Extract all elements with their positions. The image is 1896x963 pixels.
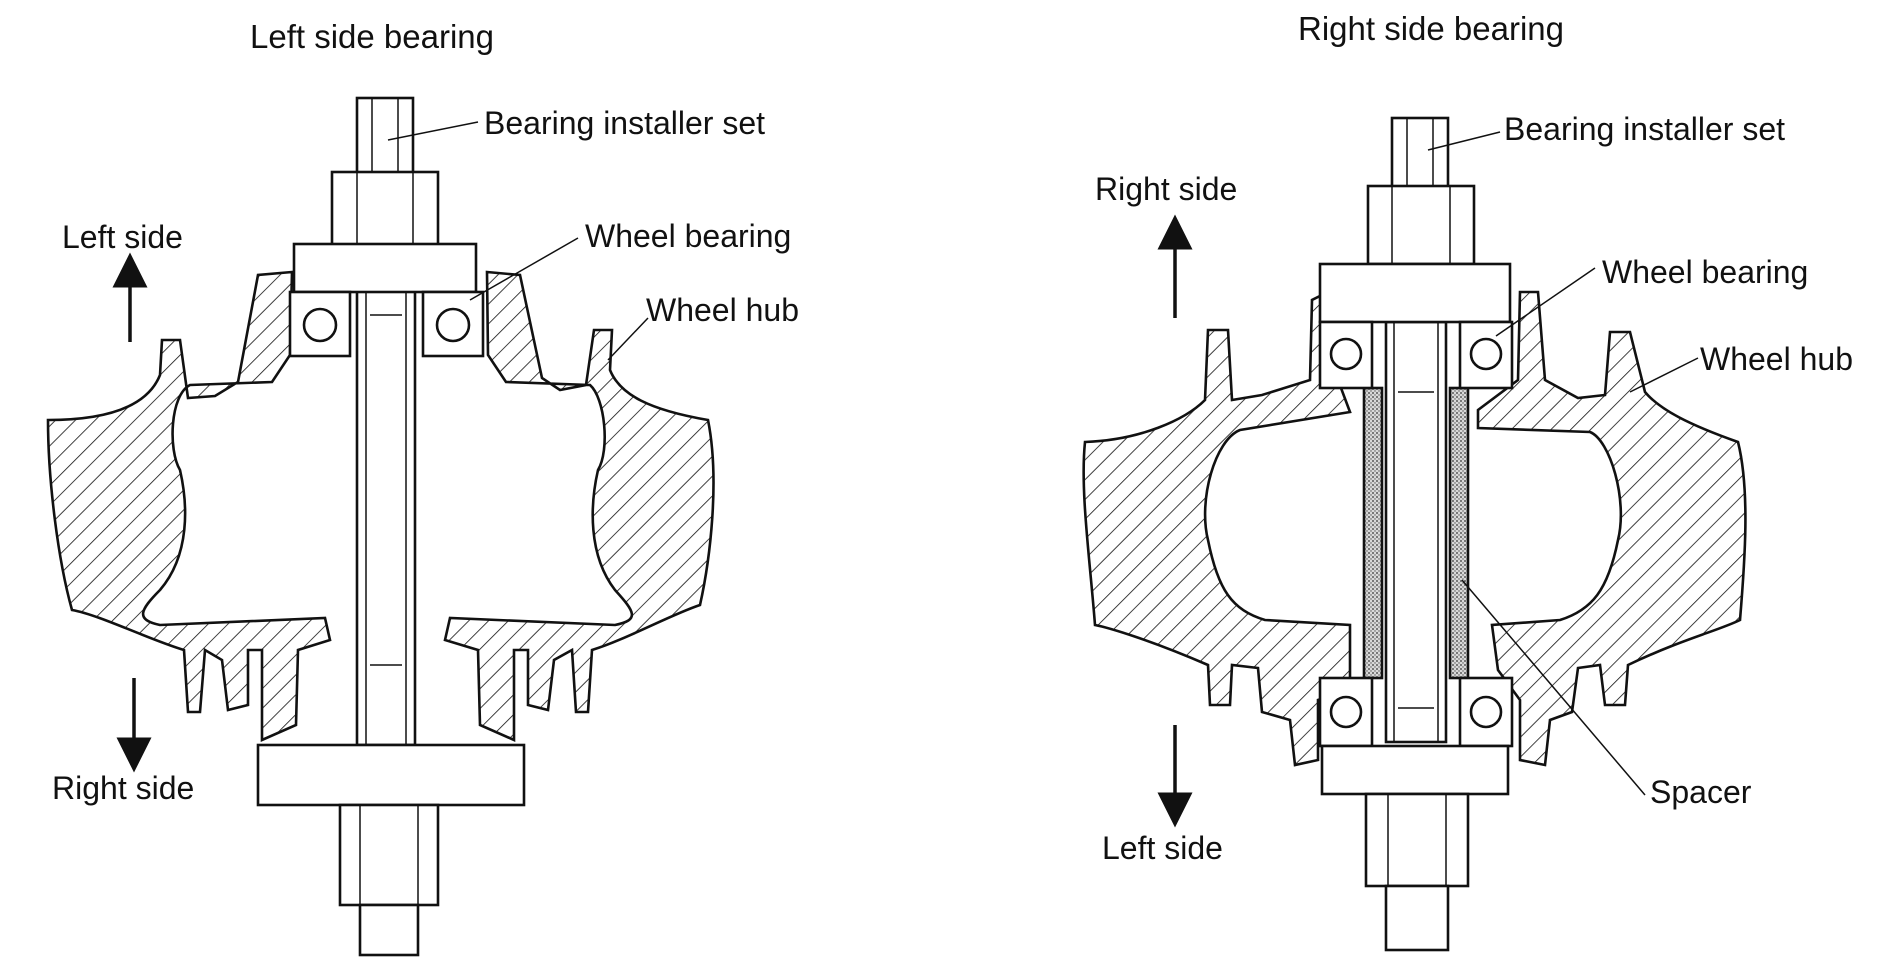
right-spacer-left: [1362, 386, 1384, 680]
right-bearing-figure: [1082, 116, 1747, 952]
right-center-shaft: [1384, 320, 1448, 744]
right-upper-wheel-bearing: [1318, 320, 1514, 390]
right-upper-plate: [1318, 262, 1512, 324]
right-leader-hub: [1629, 357, 1699, 393]
right-label-bearing: Wheel bearing: [1602, 254, 1809, 290]
right-label-hub: Wheel hub: [1700, 341, 1853, 377]
right-figure-title: Right side bearing: [1298, 10, 1564, 47]
left-label-hub: Wheel hub: [646, 292, 799, 328]
right-leader-spacer: [1461, 579, 1646, 796]
left-hub-right-half: [443, 270, 715, 742]
left-hub-left-half: [46, 270, 332, 742]
left-upper-shaft: [355, 96, 415, 182]
right-spacer-right: [1448, 386, 1470, 680]
right-lower-nut: [1364, 792, 1470, 952]
left-wheel-bearing: [288, 290, 485, 358]
left-label-bearing: Wheel bearing: [585, 218, 792, 254]
right-lower-plate: [1320, 744, 1510, 796]
right-leader-bearing: [1495, 267, 1596, 337]
left-leader-hub: [607, 317, 649, 361]
left-label-installer: Bearing installer set: [484, 105, 766, 141]
left-lower-plate: [256, 743, 526, 807]
left-figure-title: Left side bearing: [250, 18, 495, 55]
right-leader-installer: [1427, 131, 1501, 151]
left-upper-nut: [330, 170, 440, 248]
right-label-installer: Bearing installer set: [1504, 111, 1786, 147]
right-upper-nut: [1366, 184, 1476, 266]
left-label-dir-up: Left side: [62, 219, 183, 255]
right-lower-wheel-bearing: [1318, 676, 1514, 748]
right-label-dir-up: Right side: [1095, 171, 1238, 207]
right-label-spacer: Spacer: [1650, 774, 1752, 810]
left-bearing-figure: [46, 96, 715, 957]
right-hub-left-half: [1082, 287, 1352, 767]
left-upper-plate: [292, 242, 478, 294]
right-upper-shaft: [1390, 116, 1450, 196]
left-label-dir-down: Right side: [52, 770, 195, 806]
right-hub-right-half: [1476, 290, 1747, 767]
left-lower-nut: [338, 803, 440, 957]
right-label-dir-down: Left side: [1102, 830, 1223, 866]
left-leader-installer: [387, 121, 479, 141]
left-leader-bearing: [469, 237, 579, 301]
